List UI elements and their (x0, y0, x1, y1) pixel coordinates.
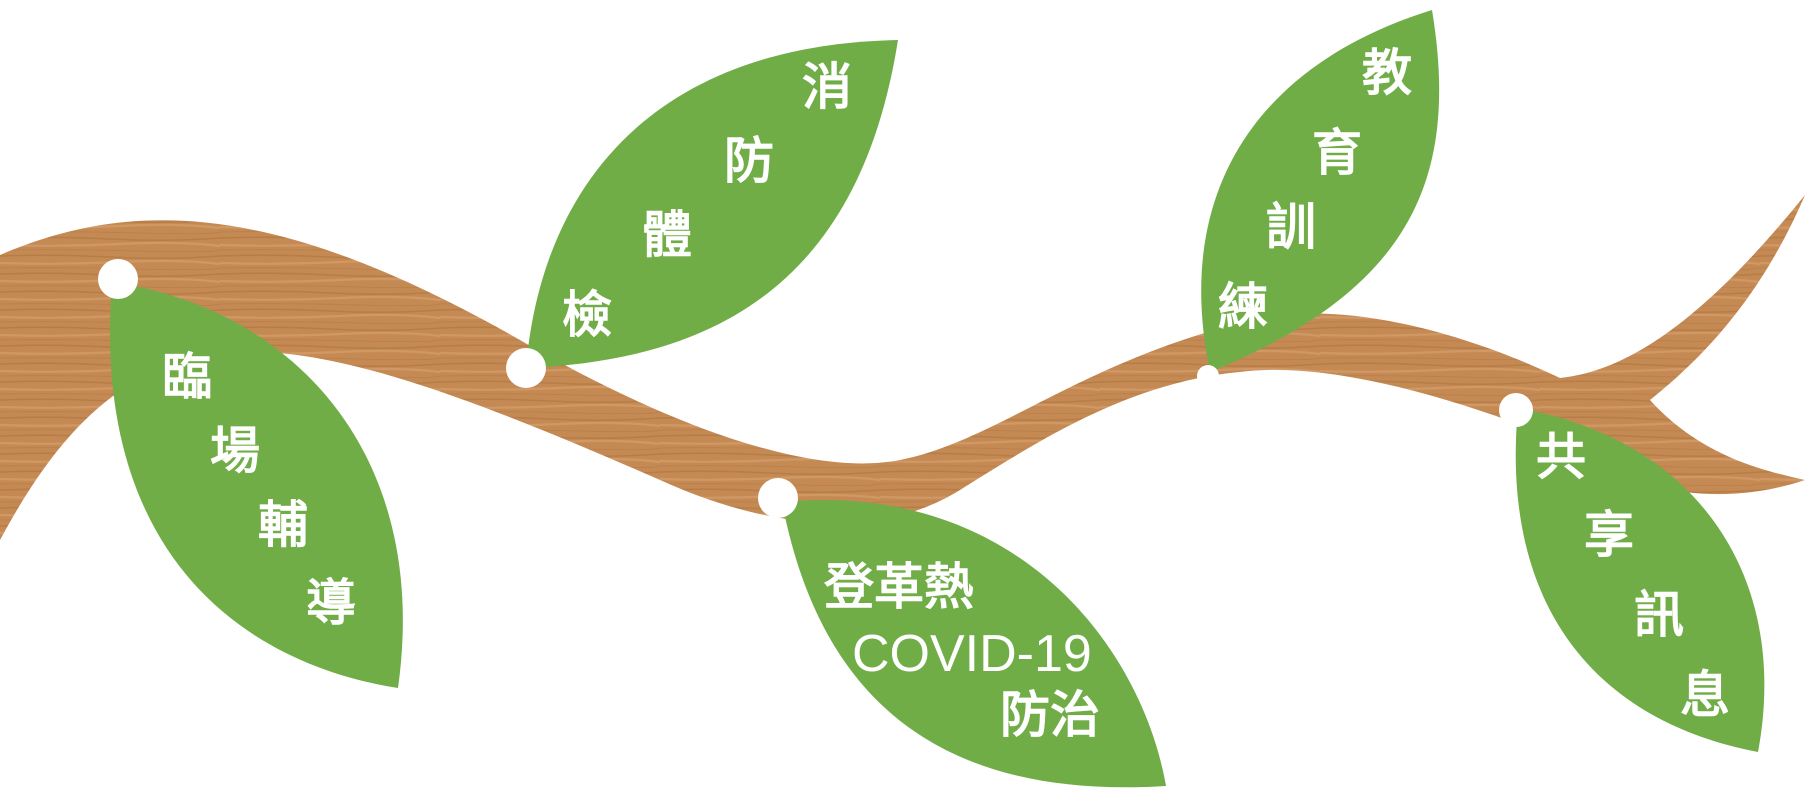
leaf-linchang-char-4: 導 (306, 574, 356, 632)
leaf-gongxiang-char-4: 息 (1680, 666, 1730, 724)
branch-node (1197, 365, 1219, 387)
leaf-jiaoyu[interactable] (1201, 10, 1440, 372)
leaf-jiaoyu-char-3: 訓 (1266, 198, 1316, 256)
leaf-linchang-char-3: 輔 (258, 496, 308, 554)
leaf-linchang[interactable] (109, 282, 403, 688)
branch-node (98, 259, 138, 299)
leaf-xiaofang-char-4: 檢 (562, 286, 612, 344)
wooden-branch (0, 195, 1805, 540)
leaf-jiaoyu-char-4: 練 (1218, 278, 1268, 336)
leaf-jiaoyu-char-1: 教 (1362, 44, 1412, 102)
leaf-xiaofang[interactable] (526, 40, 898, 368)
leaf-dengge-line-1: 登革熱 (824, 558, 974, 616)
leaf-dengge-line-2: COVID-19 (852, 625, 1092, 683)
leaf-linchang-char-1: 臨 (162, 348, 212, 406)
leaf-dengge-line-3: 防治 (1000, 686, 1100, 744)
leaf-jiaoyu-char-2: 育 (1312, 124, 1362, 182)
leaf-xiaofang-char-3: 體 (642, 206, 692, 264)
leaf-dengge[interactable] (782, 499, 1166, 788)
branch-node (506, 348, 546, 388)
leaf-gongxiang-char-1: 共 (1536, 428, 1586, 486)
leaf-gongxiang[interactable] (1515, 408, 1765, 752)
leaf-xiaofang-char-2: 防 (724, 132, 774, 190)
branch-node (1499, 393, 1533, 427)
leaf-xiaofang-char-1: 消 (802, 58, 852, 116)
leaf-gongxiang-char-2: 享 (1584, 506, 1634, 564)
branch-node (758, 478, 798, 518)
leaf-gongxiang-char-3: 訊 (1634, 586, 1684, 644)
leaf-linchang-char-2: 場 (210, 422, 260, 480)
